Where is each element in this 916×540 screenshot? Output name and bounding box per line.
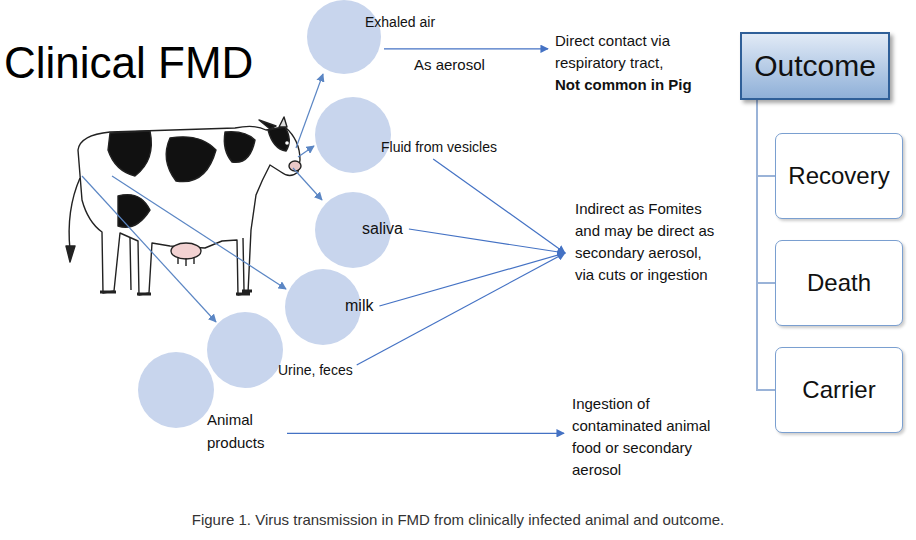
transmission-arrow [433, 159, 565, 253]
source-circle: Animal products [138, 352, 214, 428]
source-circle: Exhaled air [307, 0, 381, 74]
outcome-box: Outcome [740, 32, 890, 100]
diagram-title: Clinical FMD [4, 38, 253, 88]
route-text: Direct contact via respiratory tract,Not… [553, 28, 713, 98]
shedding-arrows [82, 74, 323, 322]
node-text: saliva [362, 220, 403, 238]
outcome-connector [757, 100, 775, 176]
circle-fill [207, 312, 283, 388]
source-circle: milk [285, 269, 361, 345]
node-text: Animal products [207, 408, 279, 454]
outcome-connector [757, 100, 775, 283]
circle-shape [307, 0, 381, 74]
transmission-arrow [409, 229, 565, 253]
figure-caption: Figure 1. Virus transmission in FMD from… [0, 511, 916, 528]
circle-shape [315, 97, 391, 173]
edge-label: As aerosol [412, 56, 487, 73]
circle-shape [138, 352, 214, 428]
node-text: Carrier [802, 376, 875, 404]
circle-shape [207, 312, 283, 388]
transmission-arrow [357, 253, 565, 365]
route-text: Ingestion of contaminated animal food or… [570, 391, 720, 483]
node-text: Direct contact via respiratory tract, [555, 30, 711, 74]
node-text: Ingestion of contaminated animal food or… [572, 393, 718, 481]
transmission-arrow [384, 48, 548, 49]
source-circle: saliva [315, 192, 391, 268]
node-text: Fluid from vesicles [381, 138, 497, 156]
cow [66, 117, 301, 295]
transmission-arrow [379, 253, 565, 306]
source-circle: Urine, feces [207, 312, 283, 388]
circle-fill [138, 352, 214, 428]
node-text: Recovery [788, 162, 889, 190]
node-text: milk [345, 297, 373, 315]
circle-fill [315, 97, 391, 173]
route-text: Indirect as Fomites and may be direct as… [573, 196, 719, 288]
node-text: Indirect as Fomites and may be direct as… [575, 198, 717, 286]
node-text: Exhaled air [365, 13, 435, 31]
transmission-arrow [287, 433, 564, 434]
node-text: Outcome [754, 49, 876, 83]
node-text: Urine, feces [278, 361, 353, 379]
outcome-connector [757, 100, 775, 390]
outcome-item-box: Death [775, 240, 903, 326]
outcome-item-box: Recovery [775, 133, 903, 219]
circle-fill [307, 0, 381, 74]
node-text: Death [807, 269, 871, 297]
outcome-item-box: Carrier [775, 347, 903, 433]
source-circle: Fluid from vesicles [315, 97, 391, 173]
node-text: Not common in Pig [555, 74, 711, 96]
